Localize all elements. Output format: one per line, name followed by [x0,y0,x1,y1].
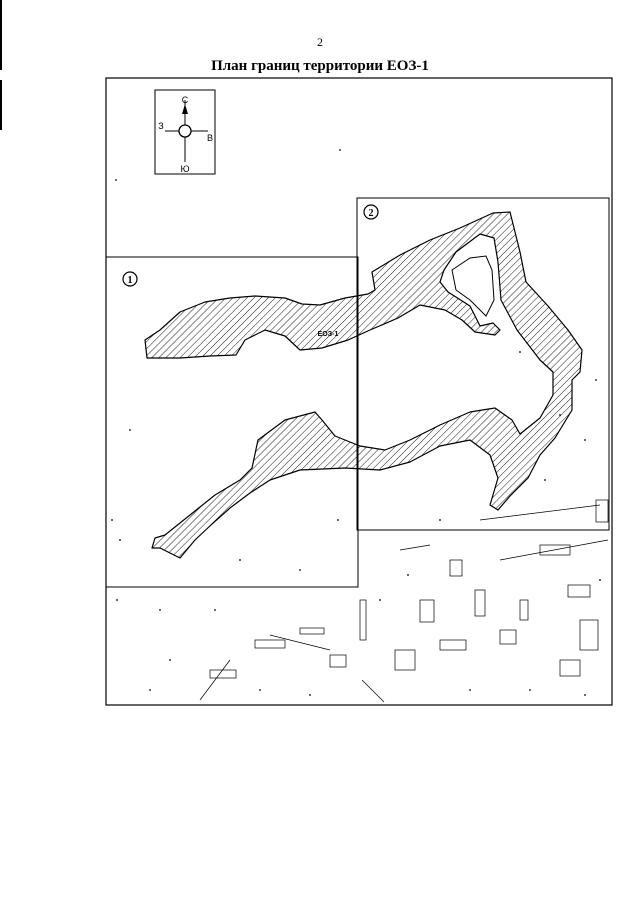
city-street-dots [111,149,601,696]
compass-north-label: С [182,95,189,105]
zone-boundary-area [144,211,583,559]
panel-1-marker: 1 [122,271,138,287]
panel-2-frame [356,197,610,531]
panel-1-number: 1 [128,275,133,286]
compass-west-label: З [158,121,163,131]
city-buildings [199,499,609,703]
panel-2-number: 2 [369,208,374,219]
inner-basin-outline [451,255,495,317]
page-number: 2 [317,35,323,49]
scan-edge-mark [0,0,2,70]
compass-east-label: В [207,133,213,143]
panel-1-frame [105,256,359,588]
zone-label: ЕОЗ-1 [318,331,339,338]
panel-2-marker: 2 [363,204,379,220]
page-title: План границ территории ЕОЗ-1 [211,58,429,74]
scan-edge-mark [0,80,2,130]
north-arrow-compass: С Ю З В [154,89,216,175]
compass-south-label: Ю [180,164,189,174]
